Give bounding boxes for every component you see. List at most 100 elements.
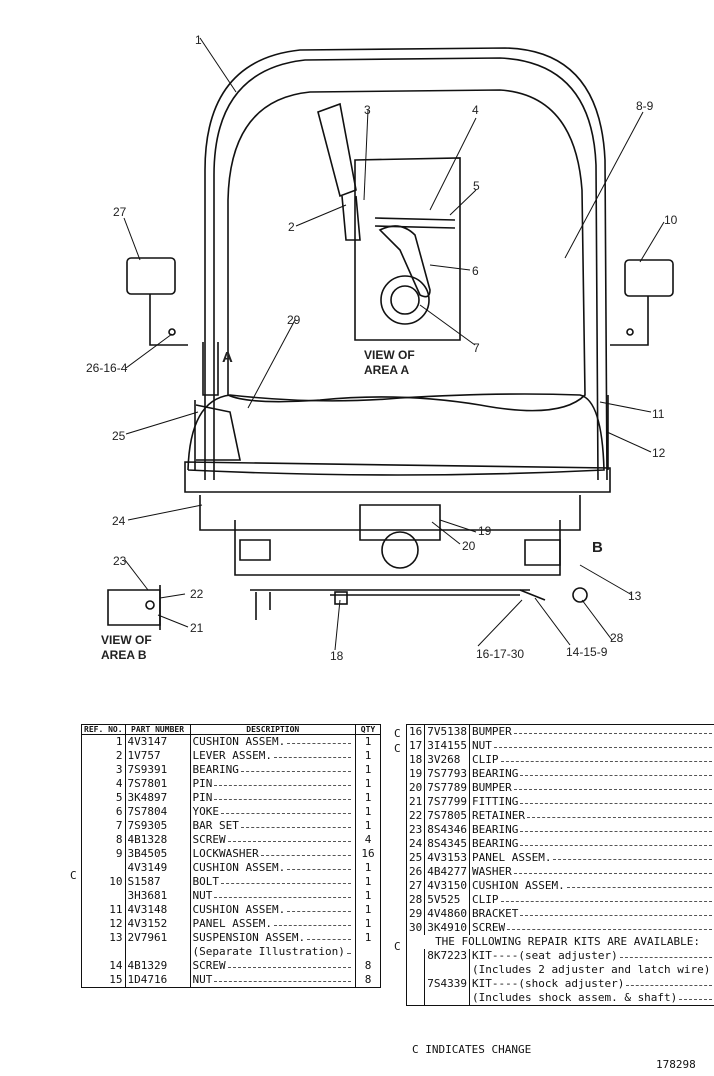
description-text: BRACKET [472, 907, 519, 920]
description-cell: BUMPER [469, 781, 714, 795]
parts-table-right-body: 167V5138BUMPER2173I4155NUT2183V268CLIP11… [406, 724, 714, 1006]
description-cell: PANEL ASSEM. [190, 917, 357, 931]
leader-dashes [526, 809, 713, 818]
table-row: 227S7805RETAINER1 [406, 809, 714, 823]
part-number-cell [424, 991, 470, 1006]
part-number-cell: 4V3152 [125, 917, 191, 931]
callout-10: 10 [664, 213, 678, 227]
description-wrap: LEVER ASSEM. [193, 749, 353, 763]
table-header-row: REF. NO. PART NUMBER DESCRIPTION QTY [81, 724, 381, 735]
description-text: CLIP [472, 753, 499, 766]
description-wrap: CLIP [472, 893, 714, 907]
description-wrap: FITTING [472, 795, 714, 809]
callout-11: 11 [652, 407, 665, 421]
leader-dashes [520, 837, 713, 846]
part-number-cell: 7S9391 [125, 763, 191, 777]
callout-28: 28 [610, 631, 624, 645]
description-text: PANEL ASSEM. [192, 917, 273, 930]
description-cell: CUSHION ASSEM. [190, 903, 357, 917]
callout-7: 7 [473, 341, 480, 355]
ref-no-cell [81, 861, 126, 875]
description-cell: BAR SET [190, 819, 357, 833]
leader-dashes [214, 791, 351, 800]
part-number-cell: 7S7805 [424, 809, 470, 823]
leader-dashes [493, 739, 713, 748]
view-b-label-line2: AREA B [101, 648, 147, 662]
leader-dashes [619, 949, 713, 958]
leader-dashes [274, 917, 351, 926]
header-description: DESCRIPTION [190, 724, 357, 735]
ref-no-cell: 29 [406, 907, 426, 921]
description-wrap: NUT [193, 973, 353, 987]
change-mark: C [394, 939, 401, 953]
change-mark: C [394, 727, 401, 740]
leader-dashes [520, 823, 713, 832]
description-cell: LOCKWASHER [190, 847, 357, 861]
description-wrap: PIN [193, 791, 353, 805]
leader-dashes [500, 753, 713, 762]
ref-no-cell [406, 963, 426, 977]
description-text: BAR SET [192, 819, 239, 832]
description-cell: BEARING [469, 767, 714, 781]
qty-cell: 1 [364, 763, 372, 776]
change-note: C INDICATES CHANGE [412, 1043, 532, 1056]
description-cell: LEVER ASSEM. [190, 749, 357, 763]
part-number-cell: 3K4897 [125, 791, 191, 805]
description-wrap: SCREW [193, 959, 353, 973]
part-number-cell: 3H3681 [125, 889, 191, 903]
qty-cell: 1 [364, 931, 372, 944]
qty-cell: 8 [364, 973, 372, 986]
leader-dashes [513, 725, 713, 734]
part-number-cell: 4B1328 [125, 833, 191, 847]
header-part-number: PART NUMBER [125, 724, 191, 735]
description-wrap: KIT----(shock adjuster) [472, 977, 714, 991]
callout-1: 1 [195, 33, 202, 47]
description-text: PIN [192, 777, 213, 790]
description-text: SCREW [472, 921, 506, 934]
callout-area-b: B [592, 539, 603, 556]
part-number-cell: 7S7801 [125, 777, 191, 791]
view-a-label-line2: AREA A [364, 363, 409, 377]
header-qty: QTY [355, 724, 381, 735]
qty-cell: 16 [361, 847, 375, 860]
description-text: BEARING [192, 763, 239, 776]
ref-no-cell: 30 [406, 921, 426, 935]
description-cell: FITTING [469, 795, 714, 809]
description-cell: PANEL ASSEM. [469, 851, 714, 865]
description-text: NUT [192, 889, 213, 902]
ref-no-cell: 14 [81, 959, 126, 973]
description-wrap: BEARING [472, 823, 714, 837]
callout-23: 23 [113, 554, 127, 568]
description-wrap: BEARING [193, 763, 353, 777]
part-number-cell: 4V4860 [424, 907, 470, 921]
leader-dashes [566, 879, 713, 888]
part-number-cell: S1587 [125, 875, 191, 889]
qty-cell: 1 [364, 735, 372, 748]
leader-dashes [307, 931, 351, 940]
description-text: (Includes 2 adjuster and latch wire) [472, 963, 711, 976]
callout-26-16-4: 26-16-4 [86, 361, 128, 375]
ref-no-cell: 6 [81, 805, 126, 819]
qty-cell [356, 945, 381, 959]
description-text: CUSHION ASSEM. [192, 735, 286, 748]
qty-cell: 1 [364, 917, 372, 930]
description-cell: (Separate Illustration) [190, 945, 357, 959]
callout-area-a: A [222, 349, 233, 366]
callout-24: 24 [112, 514, 126, 528]
description-cell: NUT [190, 889, 357, 903]
callout-20: 20 [462, 539, 476, 553]
ref-no-cell: 3 [81, 763, 126, 777]
callout-16-17-30: 16-17-30 [476, 647, 524, 661]
qty-cell: 1 [364, 805, 372, 818]
description-text: NUT [192, 973, 213, 986]
leader-dashes [227, 959, 351, 968]
leader-dashes [520, 907, 713, 916]
description-text: LOCKWASHER [192, 847, 259, 860]
part-number-cell: 8K7223 [424, 949, 470, 963]
